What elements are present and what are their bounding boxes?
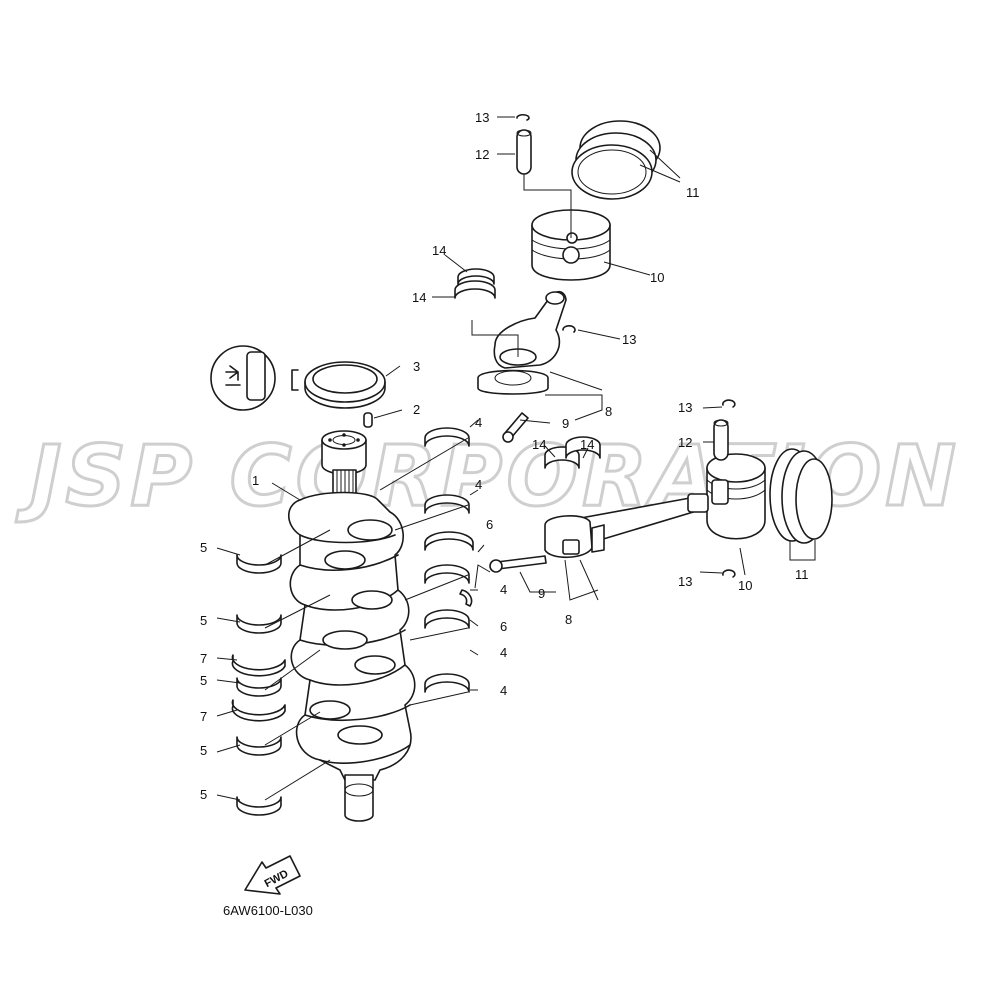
dowel-pin <box>363 412 373 428</box>
circlips-top <box>516 113 576 333</box>
callout-12-b: 12 <box>678 435 692 450</box>
connecting-rod-right <box>544 493 709 559</box>
callout-4-b: 4 <box>475 477 482 492</box>
small-end-bearings-top <box>454 268 496 299</box>
callout-1: 1 <box>252 473 259 488</box>
connecting-rod-top <box>477 290 567 395</box>
callout-8-b: 8 <box>565 612 572 627</box>
callout-5-c: 5 <box>200 673 207 688</box>
callout-10-a: 10 <box>650 270 664 285</box>
callout-4-c: 4 <box>500 582 507 597</box>
main-bearings-lower <box>236 554 282 816</box>
callout-labels: 13 12 11 10 13 14 14 3 2 8 9 4 1 4 6 5 4… <box>200 110 809 802</box>
callout-14-a: 14 <box>432 243 446 258</box>
callout-7-b: 7 <box>200 709 207 724</box>
callout-3: 3 <box>413 359 420 374</box>
callout-13-a: 13 <box>475 110 489 125</box>
lower-thrust-washers <box>231 654 286 722</box>
callout-9-b: 9 <box>538 586 545 601</box>
crankshaft <box>287 430 416 822</box>
callout-13-c: 13 <box>678 400 692 415</box>
callout-4-d: 4 <box>500 645 507 660</box>
callout-14-b: 14 <box>412 290 426 305</box>
callout-11-b: 11 <box>795 567 809 582</box>
callout-6-b: 6 <box>500 619 507 634</box>
callout-6-a: 6 <box>486 517 493 532</box>
oil-seal <box>304 361 386 409</box>
leader-lines <box>216 116 816 801</box>
callout-2: 2 <box>413 402 420 417</box>
conrod-bolt-right <box>489 555 547 573</box>
fwd-arrow-icon: FWD <box>244 855 301 895</box>
callout-5-e: 5 <box>200 787 207 802</box>
callout-13-b: 13 <box>622 332 636 347</box>
callout-4-e: 4 <box>500 683 507 698</box>
callout-5-b: 5 <box>200 613 207 628</box>
seal-detail-inset <box>210 345 299 411</box>
conrod-bolt-top <box>502 412 529 443</box>
main-bearings-upper <box>424 427 470 693</box>
callout-5-d: 5 <box>200 743 207 758</box>
callout-11-a: 11 <box>686 185 700 200</box>
callout-14-d: 14 <box>580 437 594 452</box>
piston-rings-top <box>571 120 661 200</box>
callout-13-d: 13 <box>678 574 692 589</box>
small-end-bearings-right <box>544 436 601 469</box>
callout-12-a: 12 <box>475 147 489 162</box>
piston-pin-top <box>516 129 532 175</box>
callout-10-b: 10 <box>738 578 752 593</box>
callout-5-a: 5 <box>200 540 207 555</box>
callout-8-a: 8 <box>605 404 612 419</box>
diagram-code: 6AW6100-L030 <box>223 903 313 918</box>
piston-right <box>706 453 766 540</box>
callout-9-a: 9 <box>562 416 569 431</box>
circlips-right <box>722 399 736 578</box>
piston-pin-right <box>713 419 729 461</box>
callout-4-a: 4 <box>475 415 482 430</box>
thrust-washers <box>424 531 474 607</box>
callout-7-a: 7 <box>200 651 207 666</box>
piston-rings-right <box>769 448 833 544</box>
callout-14-c: 14 <box>532 437 546 452</box>
